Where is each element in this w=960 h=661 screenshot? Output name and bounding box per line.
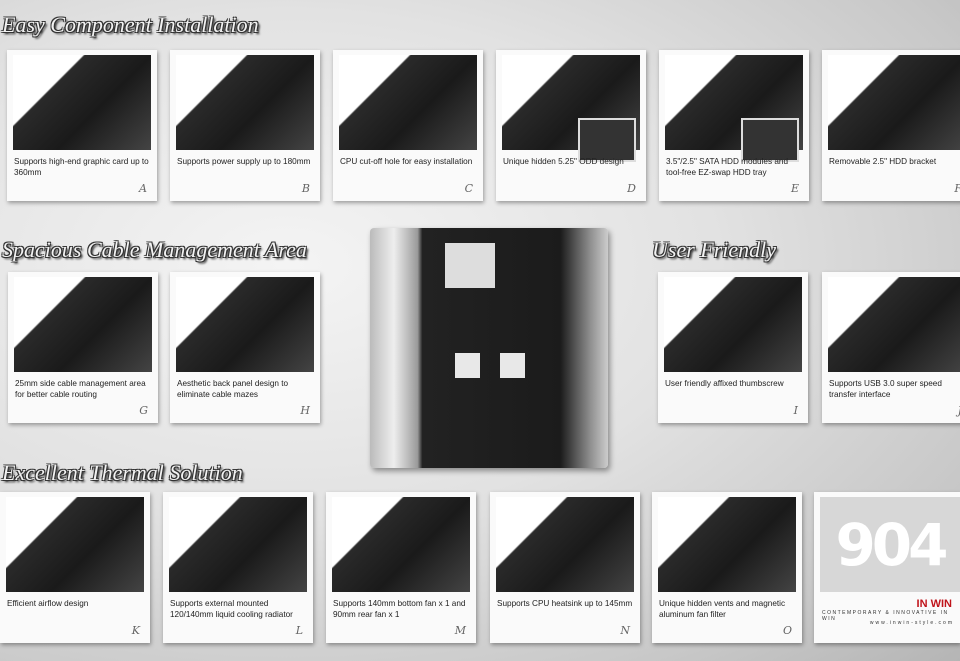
feature-description: Supports CPU heatsink up to 145mm — [497, 599, 633, 608]
feature-photo — [665, 55, 803, 162]
feature-description: Supports 140mm bottom fan x 1 and 90mm r… — [333, 599, 466, 619]
feature-letter: D — [627, 182, 636, 195]
feature-letter: F — [954, 182, 960, 195]
feature-description: Unique hidden vents and magnetic aluminu… — [659, 599, 786, 619]
feature-letter: J — [958, 404, 960, 417]
feature-photo — [176, 55, 314, 150]
feature-letter: N — [620, 624, 630, 637]
feature-description: Supports external mounted 120/140mm liqu… — [170, 599, 293, 619]
feature-card: Supports 140mm bottom fan x 1 and 90mm r… — [326, 492, 476, 643]
feature-card: 25mm side cable management area for bett… — [8, 272, 158, 423]
feature-description: 25mm side cable management area for bett… — [15, 379, 146, 399]
feature-letter: L — [295, 624, 303, 637]
feature-photo — [14, 277, 152, 372]
case-cutout — [500, 353, 525, 378]
feature-photo — [169, 497, 307, 592]
feature-letter: B — [301, 182, 310, 195]
feature-description: User friendly affixed thumbscrew — [665, 379, 784, 388]
feature-card: 3.5"/2.5" SATA HDD modules and tool-free… — [659, 50, 809, 201]
feature-card: Supports USB 3.0 super speed transfer in… — [822, 272, 960, 423]
feature-card: Supports external mounted 120/140mm liqu… — [163, 492, 313, 643]
model-logo: 904 — [820, 497, 960, 592]
feature-letter: K — [131, 624, 140, 637]
inset-photo — [578, 118, 636, 162]
tagline: CONTEMPORARY & INNOVATIVE IN WIN — [822, 610, 949, 622]
feature-description: Efficient airflow design — [7, 599, 89, 608]
feature-letter: A — [139, 182, 147, 195]
feature-photo — [176, 277, 314, 372]
feature-photo — [828, 277, 960, 372]
case-cutout — [445, 243, 495, 288]
feature-photo — [332, 497, 470, 592]
feature-card: Removable 2.5" HDD bracketF — [822, 50, 960, 201]
feature-description: Aesthetic back panel design to eliminate… — [177, 379, 289, 399]
feature-photo — [828, 55, 960, 150]
feature-letter: C — [464, 182, 473, 195]
feature-photo — [6, 497, 144, 592]
feature-photo — [664, 277, 802, 372]
case-cutout — [455, 353, 480, 378]
feature-description: Supports USB 3.0 super speed transfer in… — [829, 379, 942, 399]
inset-photo — [741, 118, 799, 162]
feature-card: Supports high-end graphic card up to 360… — [7, 50, 157, 201]
feature-letter: I — [793, 404, 798, 417]
feature-card: Aesthetic back panel design to eliminate… — [170, 272, 320, 423]
feature-card: Unique hidden vents and magnetic aluminu… — [652, 492, 802, 643]
heading-thermal: Excellent Thermal Solution — [2, 460, 243, 485]
website-url: www.inwin-style.com — [869, 620, 954, 626]
feature-photo — [658, 497, 796, 592]
feature-letter: H — [300, 404, 310, 417]
feature-photo — [339, 55, 477, 150]
feature-photo — [13, 55, 151, 150]
feature-letter: O — [782, 624, 792, 637]
feature-photo — [502, 55, 640, 162]
feature-description: 3.5"/2.5" SATA HDD modules and tool-free… — [666, 157, 789, 177]
feature-description: Supports high-end graphic card up to 360… — [14, 157, 149, 177]
heading-installation: Easy Component Installation — [2, 12, 259, 37]
feature-description: CPU cut-off hole for easy installation — [340, 157, 473, 166]
feature-description: Supports power supply up to 180mm — [177, 157, 311, 166]
heading-cable: Spacious Cable Management Area — [2, 237, 307, 262]
feature-description: Unique hidden 5.25" ODD design — [503, 157, 624, 166]
feature-letter: M — [454, 624, 466, 637]
heading-user-friendly: User Friendly — [652, 237, 777, 262]
brand-mark: IN WIN — [916, 598, 952, 610]
brand-logo-card: 904 IN WIN CONTEMPORARY & INNOVATIVE IN … — [814, 492, 960, 643]
case-main-image — [370, 228, 608, 468]
feature-photo — [496, 497, 634, 592]
feature-letter: G — [139, 404, 148, 417]
feature-description: Removable 2.5" HDD bracket — [829, 157, 937, 166]
feature-letter: E — [790, 182, 799, 195]
